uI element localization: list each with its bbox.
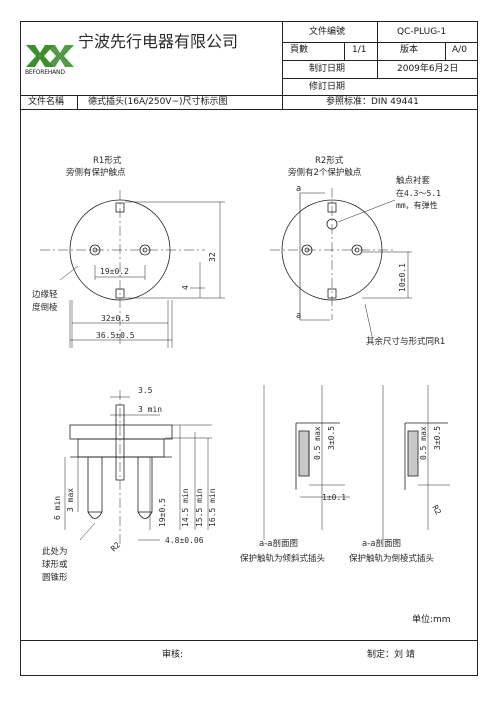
dim-r2: R2 [109, 540, 122, 553]
dim-r2-section: R2 [430, 504, 443, 517]
version-value: A/0 [452, 45, 467, 55]
pages-value: 1/1 [352, 45, 367, 55]
section-aa-1: a-a剖面图 [259, 538, 298, 549]
ball-note-3: 圆锥形 [42, 572, 68, 583]
review-label: 审核: [162, 650, 184, 660]
dim-19-vertical: 19±0.5 [158, 498, 167, 527]
dim-3-pm-2: 3±0.5 [433, 426, 442, 450]
dim-36-5: 36.5±0.5 [96, 331, 135, 340]
r1-title: R1形式 [93, 155, 122, 166]
header-col-c [445, 42, 446, 60]
footer-rule [20, 640, 478, 641]
edge-note-2: 度倒棱 [32, 302, 58, 313]
header-row3 [282, 78, 478, 79]
r1-subtitle: 旁侧有保护触点 [66, 167, 126, 178]
r2-title: R2形式 [315, 155, 344, 166]
header-vsplit [282, 21, 283, 109]
dim-16-5: 16.5 min [208, 488, 217, 527]
reference-standard: 参照标准：DIN 49441 [326, 97, 419, 107]
made-by: 制定：刘 靖 [367, 650, 415, 660]
dim-0-5-max-1: 0.5 max [313, 426, 322, 460]
version-label: 版本 [400, 45, 419, 55]
dim-15-5: 15.5 min [195, 488, 204, 527]
r1-pin-left-inner [92, 247, 98, 253]
dim-3-min: 3 min [138, 405, 162, 414]
ball-note-1: 此处为 [42, 546, 68, 557]
unit-note: 单位:mm [412, 615, 451, 625]
file-name-rule [20, 109, 478, 110]
dim-1-pm: 1±0.1 [322, 493, 346, 502]
drawing-sheet [20, 21, 478, 676]
company-name: 宁波先行电器有限公司 [78, 32, 239, 51]
rest-same-note: 其余尺寸与形式同R1 [366, 336, 445, 347]
r1-bottom-contact [115, 288, 125, 299]
dim-3-5: 3.5 [138, 386, 153, 395]
r1-pin-left [89, 244, 101, 256]
contact-sleeve-2: 在4.3～5.1 [396, 188, 441, 198]
file-name-label: 文件名稱 [28, 97, 65, 107]
contact-sleeve-3: mm，有弹性 [396, 200, 438, 210]
pages-label: 頁數 [290, 45, 309, 55]
r1-pin-right [139, 244, 151, 256]
r2-subtitle: 旁侧有2个保护触点 [288, 167, 362, 178]
header-col-a [377, 21, 378, 78]
header-row2 [282, 60, 478, 61]
header-bottom-rule [20, 95, 478, 96]
company-logo-icon [26, 45, 74, 67]
file-name-value: 德式插头(16A/250V~)尺寸标示图 [88, 97, 228, 107]
dim-3-max: 3 max [66, 488, 75, 512]
dim-4: 4 [181, 285, 190, 290]
brand-name: BEFOREHAND [25, 69, 65, 76]
header-col-b [344, 42, 345, 60]
caption-inclined: 保护触轨为倾斜式插头 [240, 553, 326, 564]
side-view-body [69, 424, 173, 440]
doc-no-value: QC-PLUG-1 [397, 27, 447, 37]
section-aa-2: a-a剖面图 [362, 538, 401, 549]
made-date-value: 2009年6月2日 [397, 64, 459, 74]
section-mark-top: a [296, 184, 301, 194]
dim-14-5: 14.5 min [181, 488, 190, 527]
r1-top-contact [115, 202, 125, 213]
made-date-label: 制訂日期 [309, 64, 346, 74]
ball-note-2: 球形或 [42, 559, 68, 570]
dim-0-5-max-2: 0.5 max [419, 426, 428, 460]
r1-pin-right-inner [142, 247, 148, 253]
dim-32: 32±0.5 [101, 314, 130, 323]
dim-10: 10±0.1 [398, 263, 407, 292]
section-mark-bottom: a [296, 311, 301, 321]
doc-no-label: 文件编號 [309, 27, 346, 37]
dim-3-pm-1: 3±0.5 [327, 426, 336, 450]
dim-6-min: 6 min [53, 496, 62, 520]
caption-chamfered: 保护触轨为倒棱式插头 [349, 553, 435, 564]
file-name-col [77, 95, 78, 109]
dim-4-8: 4.8±0.06 [165, 536, 204, 545]
edge-note-1: 边缘轻 [32, 289, 58, 300]
dim-19: 19±0.2 [100, 267, 129, 276]
contact-sleeve-1: 触点衬套 [396, 175, 431, 186]
header-row1 [282, 42, 478, 43]
dim-32-vertical: 32 [208, 252, 217, 262]
revise-date-label: 修訂日期 [309, 82, 346, 92]
